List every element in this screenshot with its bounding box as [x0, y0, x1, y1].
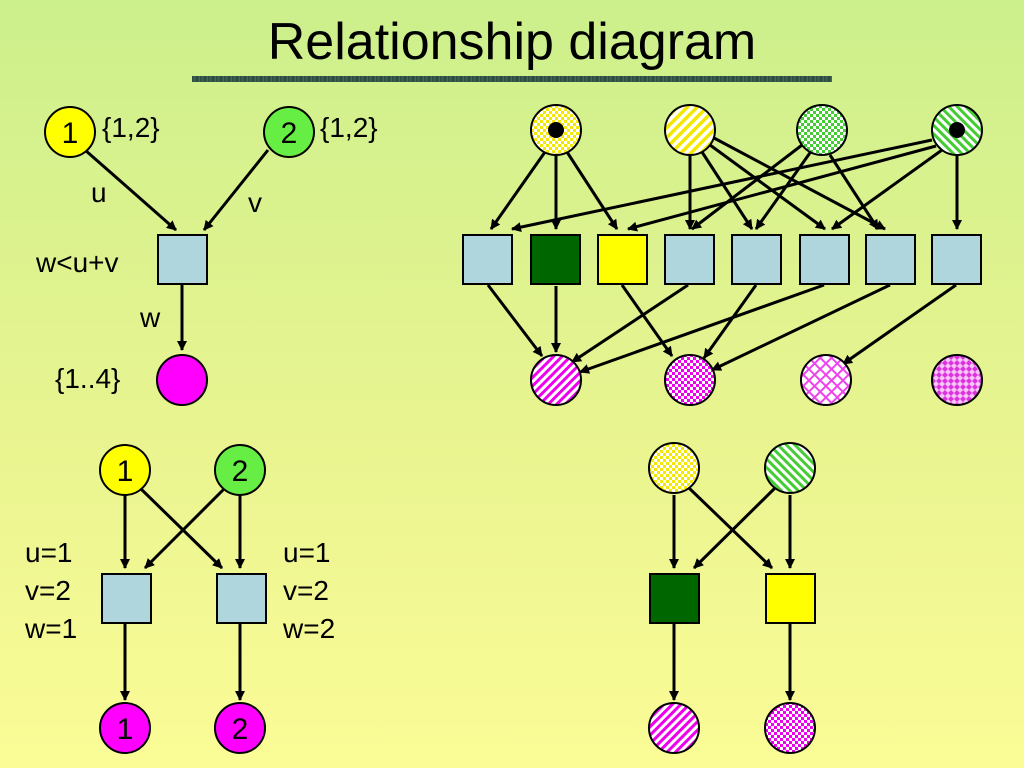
v-value-node	[764, 442, 816, 494]
edge	[691, 140, 807, 231]
edge	[700, 151, 754, 230]
variable-u-node	[44, 106, 96, 158]
edge	[828, 154, 880, 230]
edge	[511, 138, 933, 233]
variable-u-label: 1	[62, 117, 79, 150]
page-title: Relationship diagram	[267, 13, 757, 71]
constraint-label: w<u+v	[35, 247, 119, 278]
instance-factor-left	[101, 573, 152, 624]
edge	[565, 151, 619, 230]
v-domain-label: {1,2}	[320, 112, 378, 143]
instance-v-node	[214, 444, 266, 496]
factor-node	[799, 234, 850, 285]
factor-node-active	[597, 234, 648, 285]
edge	[711, 283, 891, 372]
factor-node-active	[765, 573, 816, 624]
variable-v-label: 2	[281, 117, 298, 150]
instance-w1-label: 1	[117, 713, 134, 746]
w-value-node	[764, 702, 816, 754]
left-assignment-u: u=1	[25, 537, 73, 568]
edge	[754, 149, 814, 230]
edge-v	[202, 149, 270, 231]
edge	[143, 486, 227, 570]
edge	[627, 144, 937, 232]
edge	[579, 283, 825, 374]
edge	[702, 284, 758, 359]
instance-w1-node	[99, 702, 151, 754]
variable-w-node	[156, 354, 208, 406]
edge-u	[84, 148, 177, 232]
instance-u-label: 1	[117, 455, 134, 488]
constraint-factor	[157, 234, 208, 285]
edge	[692, 486, 777, 570]
schema-diagram: 1 2 {1,2} {1,2} u v w<u+v w {1..4}	[35, 106, 378, 406]
edge	[687, 486, 774, 570]
pattern-instance-diagram	[648, 442, 816, 754]
expanded-graph	[462, 104, 983, 406]
w-value-node	[931, 354, 983, 406]
factor-node-active	[649, 573, 700, 624]
factor-node	[931, 234, 982, 285]
selected-dot-icon	[949, 122, 965, 138]
selected-dot-icon	[548, 122, 564, 138]
w-value-node	[664, 354, 716, 406]
factor-node	[865, 234, 916, 285]
right-assignment-u: u=1	[283, 537, 331, 568]
v-edge-label: v	[248, 187, 262, 218]
edge	[842, 283, 957, 366]
instance-v-label: 2	[232, 455, 249, 488]
left-assignment-v: v=2	[25, 575, 71, 606]
u-value-node	[648, 442, 700, 494]
instance-factor-right	[216, 573, 267, 624]
right-assignment-w: w=2	[282, 613, 335, 644]
edge	[831, 148, 943, 231]
w-domain-label: {1..4}	[55, 363, 120, 394]
v-value-node	[796, 104, 848, 156]
instance-w2-label: 2	[232, 713, 249, 746]
factor-node-active	[530, 234, 581, 285]
instance-diagram: 1 2 u=1 v=2 w=1 u=1 v=2 w=2 1 2	[24, 444, 335, 754]
w-value-node	[648, 702, 700, 754]
variable-v-node	[263, 106, 315, 158]
edge	[138, 486, 224, 570]
u-edge-label: u	[91, 177, 107, 208]
right-assignment-v: v=2	[283, 575, 329, 606]
factor-node	[664, 234, 715, 285]
title-underline	[192, 76, 832, 82]
edge	[620, 284, 674, 357]
factor-node	[731, 234, 782, 285]
instance-u-node	[99, 444, 151, 496]
instance-w2-node	[214, 702, 266, 754]
edge	[709, 143, 826, 231]
left-assignment-w: w=1	[24, 613, 77, 644]
edge	[489, 151, 547, 230]
u-domain-label: {1,2}	[102, 112, 160, 143]
w-value-node	[530, 354, 582, 406]
w-value-node	[800, 354, 852, 406]
edge	[571, 283, 689, 364]
edge	[486, 284, 544, 357]
w-edge-label: w	[139, 302, 161, 333]
factor-node	[462, 234, 513, 285]
u-value-node	[664, 104, 716, 156]
